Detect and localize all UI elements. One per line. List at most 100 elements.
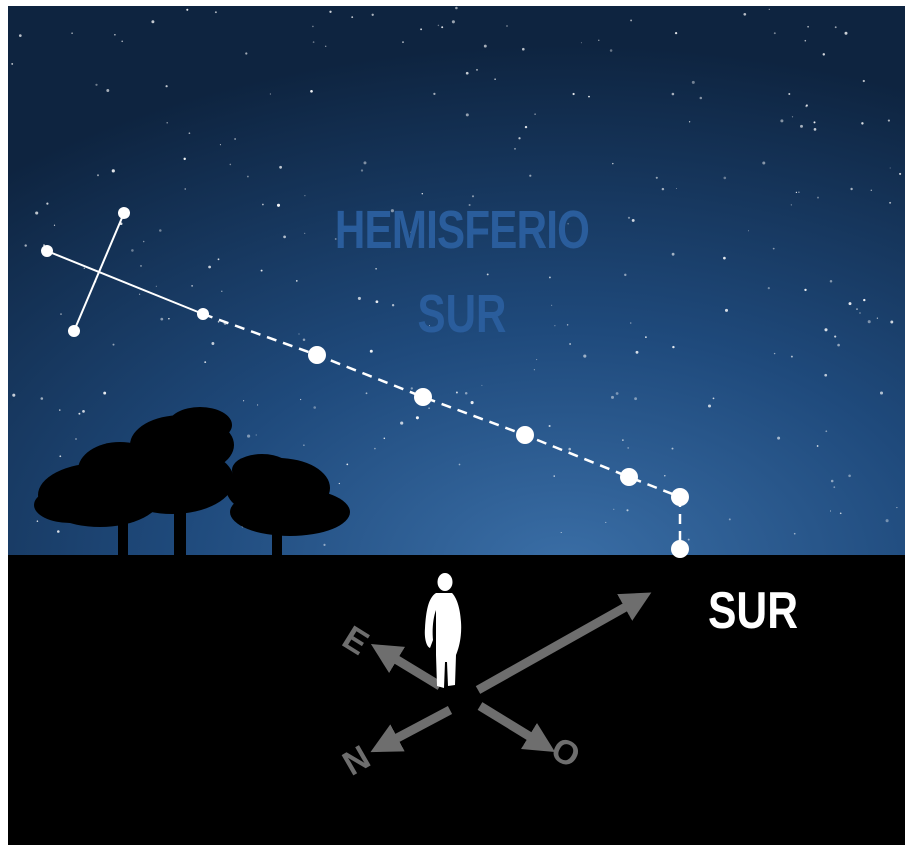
background-star (481, 385, 482, 386)
background-star (890, 321, 893, 324)
background-star (616, 392, 619, 395)
background-star (554, 475, 555, 476)
background-star (277, 204, 280, 207)
background-star (859, 312, 860, 313)
background-star (35, 211, 38, 214)
background-star (459, 464, 461, 466)
background-star (112, 169, 115, 172)
background-star (208, 266, 211, 269)
background-star (689, 121, 690, 122)
background-star (185, 188, 186, 189)
background-star (358, 297, 361, 300)
background-star (551, 305, 552, 306)
background-star (856, 308, 857, 309)
background-star (438, 25, 440, 27)
title-line-1: HEMISFERIO (335, 200, 589, 260)
background-star (422, 193, 423, 194)
cross-star-top (118, 207, 130, 219)
background-star (835, 26, 837, 28)
background-star (46, 203, 48, 205)
background-star (573, 93, 575, 95)
background-star (204, 361, 206, 363)
background-star (774, 32, 776, 34)
background-star (151, 20, 154, 23)
background-star (831, 480, 834, 483)
background-star (113, 344, 115, 346)
background-star (899, 173, 901, 175)
background-star (780, 119, 783, 122)
background-star (114, 34, 116, 36)
background-star (700, 97, 703, 100)
projection-point (620, 468, 638, 486)
background-star (256, 434, 257, 435)
background-star (823, 53, 825, 55)
background-star (796, 192, 797, 193)
background-star (106, 89, 109, 92)
background-star (312, 26, 314, 28)
background-star (186, 9, 188, 11)
background-star (850, 188, 852, 190)
background-star (304, 233, 305, 234)
background-star (725, 309, 728, 312)
background-star (215, 11, 217, 13)
background-star (806, 104, 808, 106)
background-star (624, 274, 626, 276)
background-star (221, 291, 222, 292)
background-star (549, 276, 551, 278)
background-star (622, 439, 623, 440)
background-star (506, 25, 508, 27)
background-star (37, 520, 39, 522)
background-star (160, 318, 163, 321)
background-star (794, 533, 796, 535)
background-star (19, 34, 22, 37)
background-star (598, 40, 599, 41)
background-star (791, 204, 792, 205)
background-star (484, 45, 487, 48)
background-star (825, 430, 827, 432)
background-star (159, 229, 162, 232)
background-star (261, 270, 263, 272)
background-star (807, 26, 809, 28)
background-star (487, 273, 489, 275)
background-star (518, 137, 520, 139)
horizon-south-point (671, 540, 689, 558)
background-star (262, 204, 264, 206)
background-star (848, 475, 851, 478)
background-star (428, 407, 430, 409)
background-star (59, 455, 61, 457)
background-star (375, 268, 377, 270)
background-star (800, 125, 803, 128)
background-star (888, 120, 890, 122)
projection-point (414, 388, 432, 406)
background-star (792, 116, 793, 117)
background-star (143, 241, 145, 243)
background-star (522, 48, 525, 51)
background-star (364, 161, 367, 164)
background-star (837, 344, 840, 347)
background-star (890, 167, 891, 168)
background-star (675, 32, 677, 34)
background-star (329, 11, 331, 13)
background-star (103, 392, 106, 395)
background-star (234, 138, 236, 140)
background-star (845, 32, 848, 35)
background-star (168, 318, 169, 319)
background-star (400, 422, 403, 425)
background-star (554, 325, 555, 326)
background-star (863, 299, 865, 301)
background-star (455, 7, 458, 10)
background-star (366, 392, 368, 394)
background-star (279, 166, 282, 169)
background-star (361, 169, 363, 171)
background-star (672, 93, 675, 96)
background-star (774, 353, 775, 354)
background-star (211, 342, 214, 345)
background-star (140, 265, 142, 267)
background-star (824, 374, 827, 377)
background-star (392, 304, 394, 306)
background-star (849, 302, 852, 305)
background-star (71, 32, 73, 34)
background-star (303, 339, 306, 342)
background-star (323, 544, 325, 546)
background-star (325, 46, 326, 47)
